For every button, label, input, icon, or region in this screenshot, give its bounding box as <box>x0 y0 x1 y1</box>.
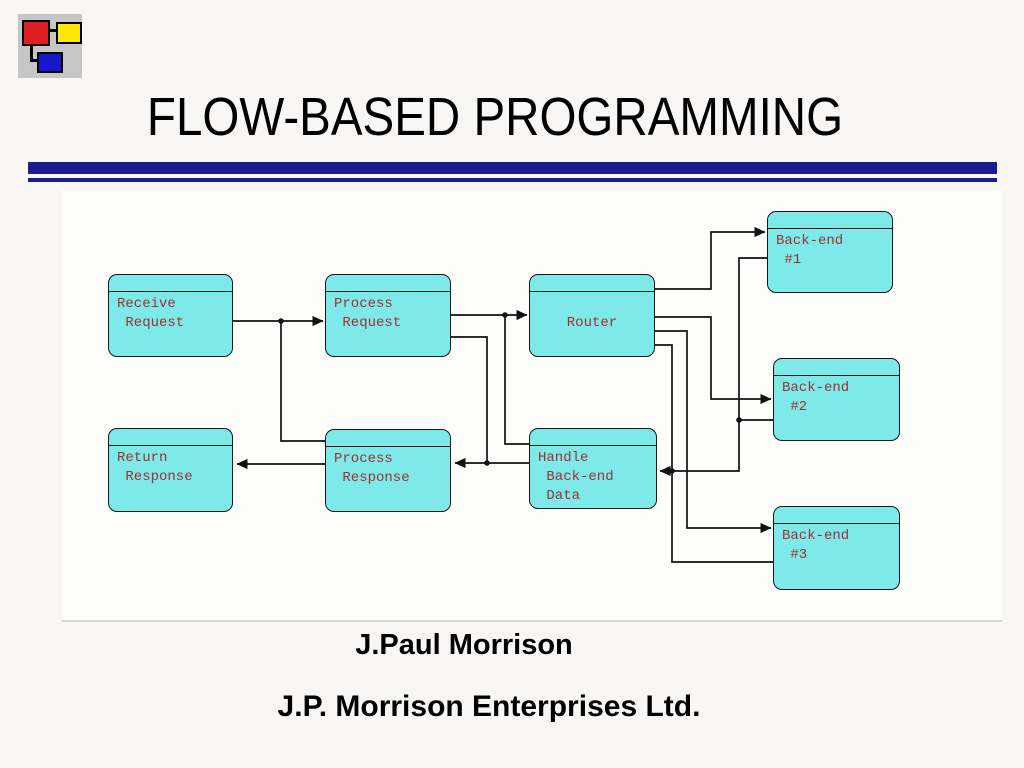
node-header <box>109 275 232 292</box>
node-router: Router <box>529 274 655 357</box>
node-header <box>774 359 899 376</box>
node-header <box>530 429 656 446</box>
logo-connector-vertical <box>30 45 33 62</box>
company-line: J.P. Morrison Enterprises Ltd. <box>277 690 701 723</box>
node-label: Process Response <box>334 451 410 486</box>
node-process-response: Process Response <box>325 429 451 512</box>
node-receive-request: Receive Request <box>108 274 233 357</box>
node-back-end-3: Back-end #3 <box>773 506 900 590</box>
node-label: Back-end #1 <box>776 233 844 268</box>
node-header <box>768 212 892 229</box>
node-label: Handle Back-end Data <box>538 450 614 504</box>
author-line: J.Paul Morrison <box>355 629 573 661</box>
logo-yellow-box <box>56 22 82 44</box>
node-label: Process Request <box>334 296 402 331</box>
logo-red-box <box>22 20 50 46</box>
node-header <box>109 429 232 446</box>
node-back-end-1: Back-end #1 <box>767 211 893 293</box>
node-header <box>530 275 654 292</box>
app-logo <box>18 14 82 78</box>
logo-blue-box <box>37 52 63 73</box>
node-header <box>326 430 450 447</box>
title-rule-thin <box>28 178 997 182</box>
node-handle-back-end-data: Handle Back-end Data <box>529 428 657 509</box>
node-back-end-2: Back-end #2 <box>773 358 900 441</box>
logo-connector-horizontal-2 <box>30 59 39 62</box>
node-label: Back-end #3 <box>782 528 850 563</box>
node-process-request: Process Request <box>325 274 451 357</box>
slide-title: FLOW-BASED PROGRAMMING <box>146 87 844 147</box>
node-return-response: Return Response <box>108 428 233 512</box>
node-header <box>774 507 899 524</box>
node-label: Receive Request <box>117 296 185 331</box>
node-label: Back-end #2 <box>782 380 850 415</box>
logo-connector-horizontal <box>49 29 57 32</box>
node-header <box>326 275 450 292</box>
node-label: Router <box>566 315 618 332</box>
title-rule-thick <box>28 162 997 174</box>
node-label: Return Response <box>117 450 193 485</box>
